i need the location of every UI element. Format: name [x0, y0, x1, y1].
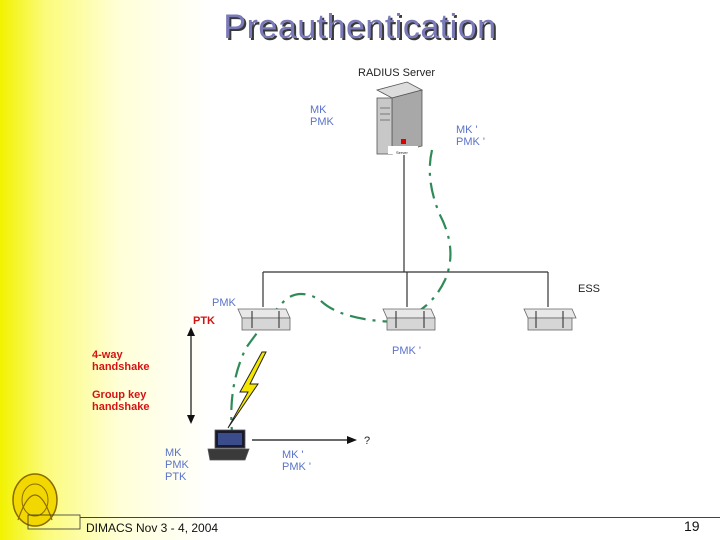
- handshake-4way: 4-way handshake: [92, 349, 150, 373]
- ap1-ptk: PTK: [193, 315, 215, 327]
- ess-label: ESS: [578, 283, 601, 295]
- roam-arrow-head: [347, 436, 357, 444]
- handshake-group: Group key handshake: [92, 389, 150, 413]
- server-label: RADIUS Server: [358, 67, 436, 79]
- server-icon: [375, 81, 424, 155]
- laptop-icon: [207, 429, 250, 461]
- ap2-keys: PMK ': [392, 345, 421, 357]
- lightning-icon: [227, 351, 267, 429]
- footer-text: DIMACS Nov 3 - 4, 2004: [86, 521, 219, 535]
- handshake-arrow: [187, 327, 195, 424]
- roam-question: ?: [364, 435, 371, 447]
- server-sublabel: Server: [396, 150, 408, 155]
- access-point-icon: [237, 308, 291, 331]
- footer-divider: [80, 517, 720, 518]
- slide-title: Preauthentication: [223, 8, 497, 46]
- server-keys-right: MK ' PMK ': [456, 124, 485, 148]
- access-point-icon: [523, 308, 577, 331]
- page-number: 19: [684, 518, 700, 534]
- ap1-keys: PMK: [212, 297, 236, 309]
- logo-icon: [12, 473, 81, 530]
- access-point-icon: [382, 308, 436, 331]
- client-keys: MK PMK PTK: [165, 447, 189, 483]
- client-keys-new: MK ' PMK ': [282, 449, 311, 473]
- preauth-path: [230, 149, 452, 433]
- server-keys-left: MK PMK: [310, 104, 334, 128]
